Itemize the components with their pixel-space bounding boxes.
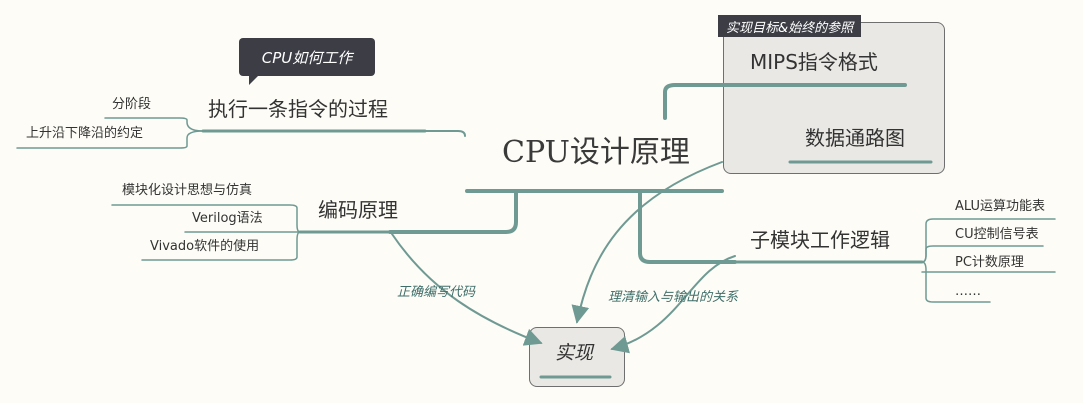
root-topic[interactable]: CPU设计原理 [502,135,690,170]
subtopic-cu[interactable]: CU控制信号表 [955,227,1039,242]
topic-datapath[interactable]: 数据通路图 [805,126,905,150]
callout[interactable]: CPU如何工作 [239,38,375,85]
edge-root-exec [424,130,466,137]
edge-root-sub [638,191,737,264]
callout-label: CPU如何工作 [261,48,353,67]
relation-label-sub[interactable]: 理清输入与输出的关系 [608,290,739,305]
topic-mips[interactable]: MIPS指令格式 [750,50,878,74]
subtopic-pc[interactable]: PC计数原理 [955,255,1024,270]
edge-root-code [388,191,518,234]
subtopic-stages[interactable]: 分阶段 [112,97,152,112]
subtopic-more[interactable]: …… [955,284,981,299]
subtopic-verilog[interactable]: Verilog语法 [192,211,263,226]
subtopic-alu[interactable]: ALU运算功能表 [955,199,1046,214]
topic-submodule[interactable]: 子模块工作逻辑 [750,228,890,252]
topic-exec[interactable]: 执行一条指令的过程 [208,97,388,121]
edge-root-mips [663,83,907,120]
relation-sub-impl [610,255,736,354]
subtopic-vivado[interactable]: Vivado软件的使用 [150,239,260,254]
relation-label-code[interactable]: 正确编写代码 [397,285,476,300]
subtopic-edge-convention[interactable]: 上升沿下降沿的约定 [26,126,144,141]
topic-code[interactable]: 编码原理 [318,198,398,222]
boundary-label[interactable]: 实现目标&始终的参照 [718,15,862,37]
relation-datapath-impl [571,161,723,324]
implement-label: 实现 [555,342,594,364]
subtopic-modular[interactable]: 模块化设计思想与仿真 [122,183,253,198]
relation-code-impl [391,233,543,346]
boundary-box[interactable] [723,22,945,174]
